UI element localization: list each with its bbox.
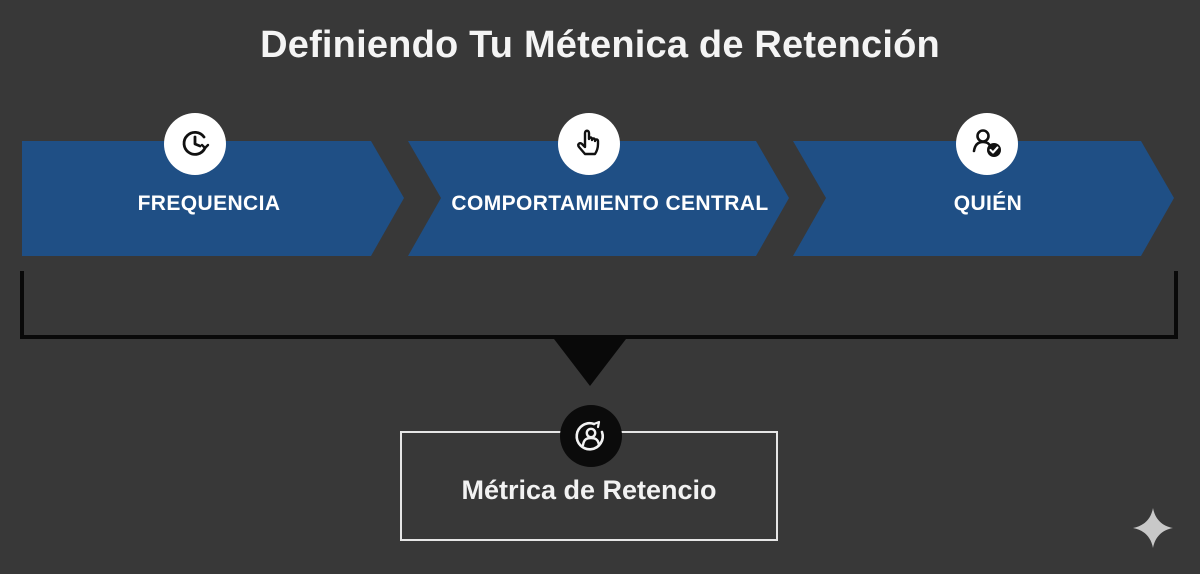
chevron-comportamiento-central <box>408 141 789 256</box>
bracket-connector <box>20 271 1178 339</box>
step-label-frequencia: FREQUENCIA <box>137 192 281 215</box>
step-label-quien: QUIÉN <box>953 192 1023 215</box>
frequency-icon-badge <box>164 113 226 175</box>
chevron-frequencia <box>22 141 404 256</box>
pointer-hand-icon <box>577 129 600 156</box>
result-icon-badge <box>560 405 622 467</box>
clock-refresh-icon <box>182 130 210 156</box>
user-retention-icon <box>575 420 604 451</box>
sparkle-icon <box>1133 508 1173 548</box>
diagram-title: Definiendo Tu Métenica de Retención <box>260 24 940 66</box>
result-label: Métrica de Retencio <box>461 475 717 505</box>
chevron-quien <box>793 141 1174 256</box>
merge-arrow <box>554 339 626 386</box>
step-label-comportamiento-central: COMPORTAMIENTO CENTRAL <box>451 192 769 215</box>
user-check-icon <box>972 129 1001 157</box>
who-icon-badge <box>956 113 1018 175</box>
behavior-icon-badge <box>558 113 620 175</box>
